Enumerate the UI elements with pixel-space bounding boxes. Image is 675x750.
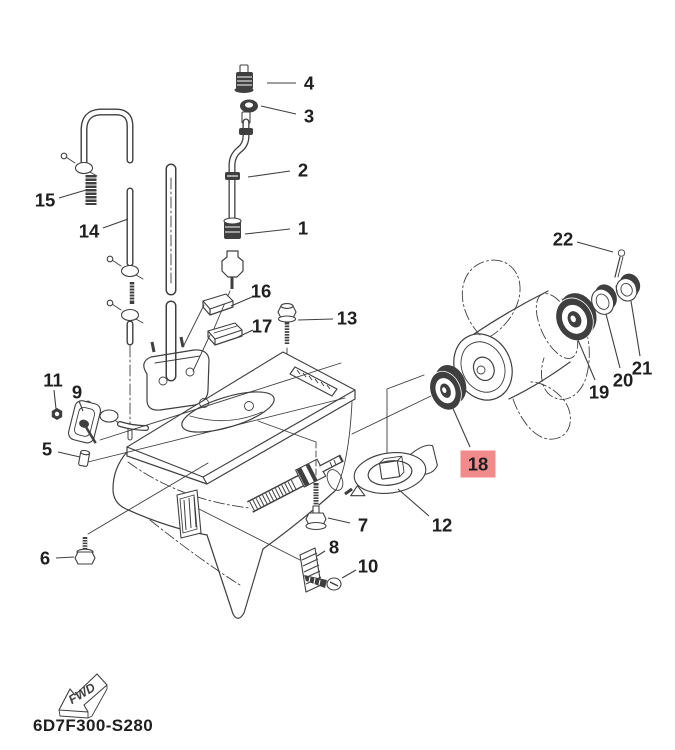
bolt-6-drawing [74, 537, 96, 565]
leader-line-12 [397, 488, 430, 517]
part-label-22: 22 [553, 229, 574, 250]
highlight-box-18 [460, 450, 496, 478]
spacer-20-drawing [591, 284, 617, 315]
part-label-7: 7 [358, 515, 368, 536]
part-label-10: 10 [358, 556, 379, 577]
leader-line-14 [102, 218, 129, 229]
hose-clamp-drawing [120, 264, 140, 278]
part-label-2: 2 [298, 160, 308, 181]
hose-clamp-drawing [99, 409, 119, 423]
leader-line-16 [230, 296, 253, 307]
leader-line-22 [576, 241, 614, 253]
part-label-6: 6 [40, 548, 50, 569]
part-label-16: 16 [251, 281, 272, 302]
gearcase-housing-drawing [112, 351, 356, 619]
propeller-drawing [453, 259, 590, 440]
part-label-8: 8 [329, 537, 339, 558]
screw-10-drawing [304, 575, 342, 591]
part-label-3: 3 [304, 106, 314, 127]
leader-line-11 [53, 389, 57, 410]
leader-line-18 [450, 403, 471, 448]
part-label-15: 15 [35, 190, 56, 211]
leader-line-8 [316, 550, 326, 557]
part-label-12: 12 [432, 515, 453, 536]
part-label-11: 11 [43, 370, 63, 391]
water-intake-drawing [176, 489, 202, 539]
leader-line-5 [57, 451, 81, 458]
part-label-4: 4 [304, 73, 315, 94]
leader-line-9 [78, 400, 84, 412]
skeg-drawing [206, 534, 264, 619]
bolt-7-drawing [257, 420, 327, 531]
drive-shaft-drawing [84, 163, 210, 431]
leader-line-6 [55, 556, 75, 559]
pin-5-drawing [78, 449, 91, 467]
grommet-17-drawing [207, 322, 243, 340]
part-label-21: 21 [632, 358, 653, 379]
part-label-5: 5 [42, 439, 52, 460]
hose-clamp-drawing [74, 161, 94, 175]
anti-ventilation-plate-drawing [126, 351, 356, 478]
anode-bracket-9-drawing [67, 400, 102, 444]
water-pump-base-drawing [143, 349, 210, 411]
grommet-16-17-drawing [182, 293, 243, 372]
spacer-18-drawing [351, 364, 467, 435]
part-label-17: 17 [252, 316, 273, 337]
cotter-pin-22-drawing [614, 249, 626, 278]
part-label-19: 19 [589, 382, 610, 403]
leader-line-20 [605, 313, 621, 369]
leader-line-17 [237, 329, 254, 338]
leader-line-21 [630, 300, 641, 357]
nut-11-drawing [51, 408, 63, 420]
leader-line-15 [58, 189, 87, 199]
part-label-20: 20 [613, 370, 634, 391]
grommet-16-drawing [202, 293, 234, 310]
grille-8-drawing [198, 508, 322, 593]
propeller-shaft-drawing [247, 454, 344, 513]
trim-tab-12-drawing [344, 374, 438, 497]
nut-21-drawing [615, 273, 641, 302]
leader-line-7 [327, 517, 351, 524]
part-label-18: 18 [468, 454, 489, 475]
leader-line-13 [297, 318, 334, 321]
fwd-arrow: FWD [58, 673, 108, 719]
diagram-code: 6D7F300-S280 [33, 716, 153, 735]
leader-line-19 [577, 339, 596, 381]
part-label-9: 9 [72, 382, 82, 403]
leader-line-10 [341, 569, 357, 579]
connector-1-drawing [224, 221, 241, 239]
leader-line-3 [260, 105, 297, 115]
fitting-drawing [221, 250, 244, 278]
part-label-13: 13 [337, 308, 358, 329]
part-label-1: 1 [298, 218, 308, 239]
leader-line-1 [244, 228, 291, 235]
witness-lines [87, 362, 346, 535]
leader-line-2 [247, 170, 291, 178]
water-tube-assembly-drawing [60, 108, 144, 441]
part-label-14: 14 [79, 221, 100, 242]
washer-19-drawing [555, 293, 597, 342]
